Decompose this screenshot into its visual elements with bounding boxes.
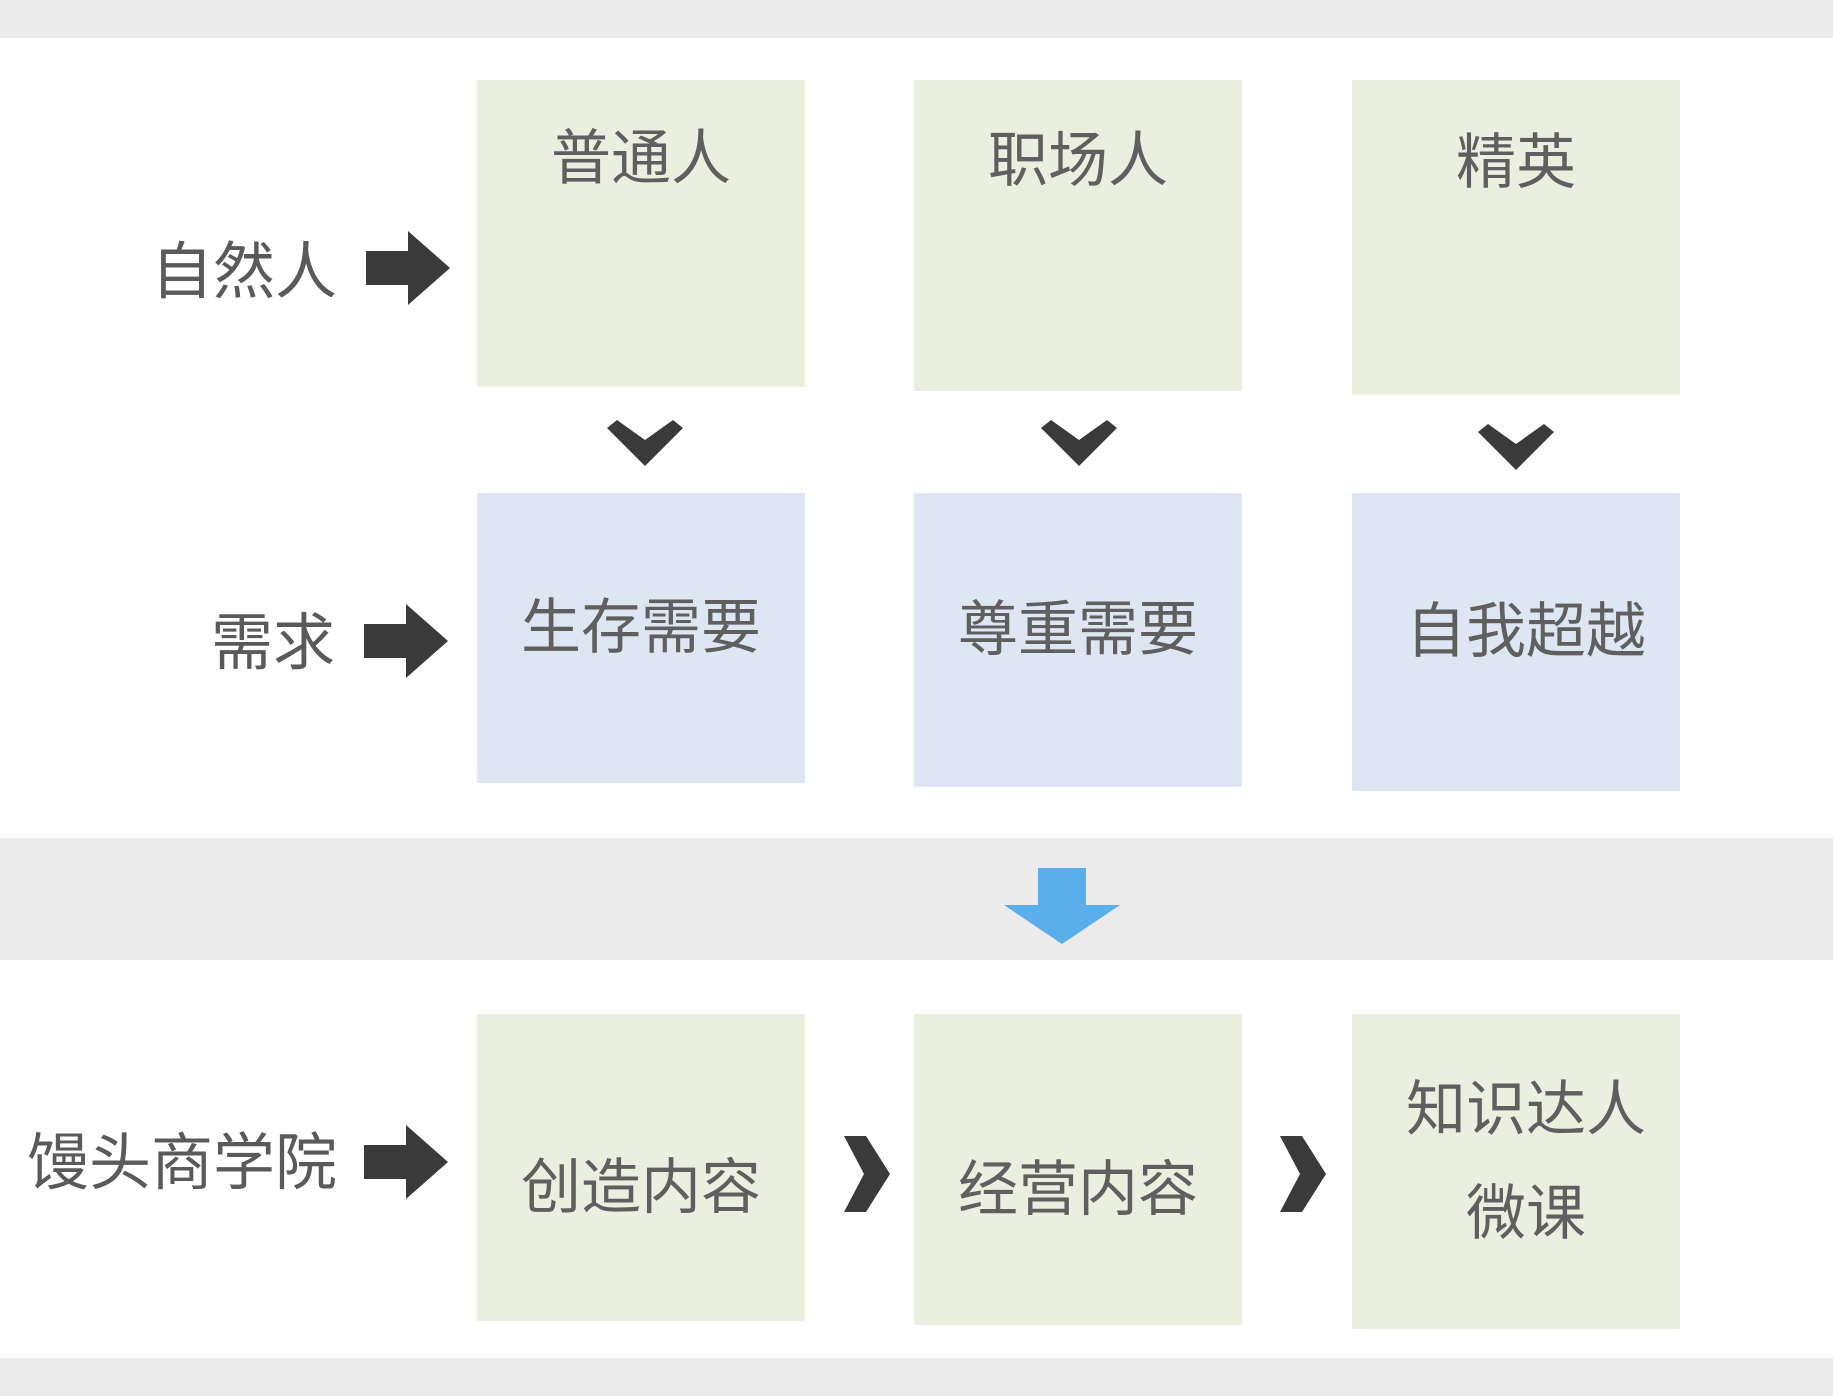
- box-label: 精英: [1456, 127, 1576, 198]
- box-label: 创造内容: [521, 1152, 761, 1223]
- bottom-band: [0, 1358, 1833, 1396]
- box-self-transcendence: 自我超越: [1352, 493, 1680, 791]
- top-band: [0, 0, 1833, 38]
- box-operate-content: 经营内容: [914, 1014, 1242, 1325]
- box-esteem-needs: 尊重需要: [914, 493, 1242, 787]
- box-label: 自我超越: [1406, 597, 1646, 667]
- box-label: 经营内容: [958, 1154, 1198, 1225]
- box-label-line2: 微课: [1466, 1178, 1586, 1249]
- chevron-right-icon: [844, 1136, 890, 1212]
- box-label: 职场人: [988, 125, 1168, 196]
- box-survival-needs: 生存需要: [477, 493, 805, 783]
- box-label: 尊重需要: [958, 595, 1198, 665]
- box-ordinary-person: 普通人: [477, 80, 805, 387]
- right-arrow-icon: [364, 604, 448, 678]
- right-arrow-icon: [364, 1125, 448, 1199]
- right-arrow-icon: [366, 231, 450, 305]
- box-create-content: 创造内容: [477, 1014, 805, 1321]
- chevron-down-icon: [607, 420, 683, 466]
- row-label-school: 馒头商学院: [26, 1126, 337, 1199]
- row-label-needs: 需求: [210, 606, 335, 679]
- box-label-line1: 知识达人: [1406, 1074, 1646, 1145]
- box-label: 普通人: [551, 123, 731, 194]
- box-elite: 精英: [1352, 80, 1680, 395]
- box-label: 生存需要: [521, 593, 761, 663]
- box-professional: 职场人: [914, 80, 1242, 391]
- chevron-down-icon: [1478, 424, 1554, 470]
- chevron-down-icon: [1041, 420, 1117, 466]
- chevron-right-icon: [1280, 1136, 1326, 1212]
- down-arrow-icon: [1004, 868, 1120, 944]
- row-label-person: 自然人: [150, 235, 337, 308]
- box-knowledge-expert-microcourse: 知识达人 微课: [1352, 1014, 1680, 1329]
- middle-band: [0, 838, 1833, 960]
